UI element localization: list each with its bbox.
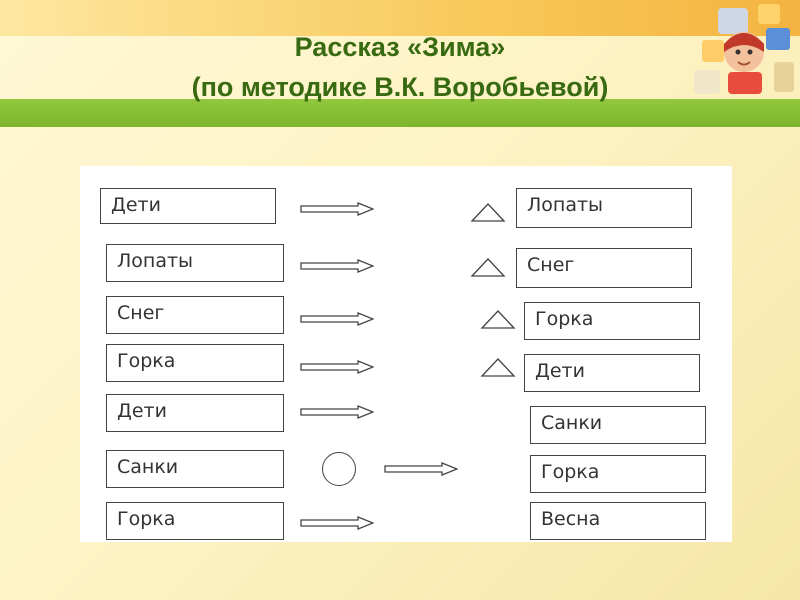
arrow-icon (300, 202, 374, 216)
right-box-1: Лопаты (516, 188, 692, 228)
triangle-icon (480, 356, 516, 378)
arrow-icon (300, 360, 374, 374)
triangle-icon (480, 308, 516, 330)
left-box-3: Снег (106, 296, 284, 334)
arrow-icon (300, 405, 374, 419)
right-box-2: Снег (516, 248, 692, 288)
right-box-5: Санки (530, 406, 706, 444)
right-box-6: Горка (530, 455, 706, 493)
left-box-2: Лопаты (106, 244, 284, 282)
arrow-icon (384, 462, 458, 476)
left-box-1: Дети (100, 188, 276, 224)
left-box-7: Горка (106, 502, 284, 540)
arrow-icon (300, 259, 374, 273)
arrow-icon (300, 312, 374, 326)
left-box-5: Дети (106, 394, 284, 432)
triangle-icon (470, 201, 506, 223)
arrow-icon (300, 516, 374, 530)
left-box-4: Горка (106, 344, 284, 382)
right-box-7: Весна (530, 502, 706, 540)
story-scheme-panel: Дети Лопаты Снег Горка Дети Санки Горка … (80, 166, 732, 542)
left-box-6: Санки (106, 450, 284, 488)
page-title: Рассказ «Зима» (60, 30, 740, 64)
right-box-3: Горка (524, 302, 700, 340)
triangle-icon (470, 256, 506, 278)
circle-icon (322, 452, 356, 486)
right-box-4: Дети (524, 354, 700, 392)
page-subtitle: (по методике В.К. Воробьевой) (60, 70, 740, 104)
